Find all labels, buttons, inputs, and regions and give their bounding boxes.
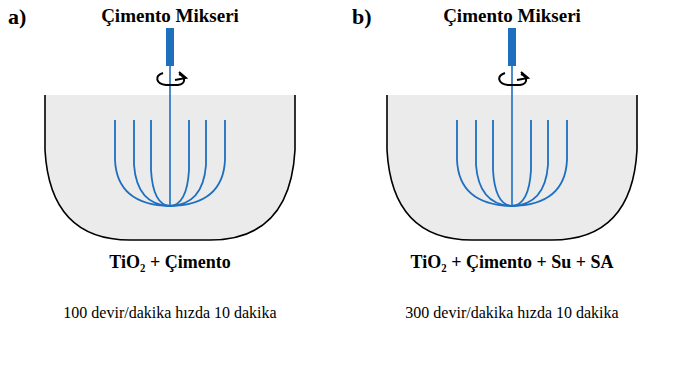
panel-heading: Çimento Mikseri xyxy=(443,5,581,27)
panel-letter: b) xyxy=(352,4,372,29)
mixing-condition: 100 devir/dakika hızda 10 dakika xyxy=(63,304,276,322)
mixture-label: TiO₂ + Çimento xyxy=(109,252,230,273)
panel-heading: Çimento Mikseri xyxy=(101,5,239,27)
mixture-label: TiO₂ + Çimento + Su + SA xyxy=(411,252,614,273)
mixing-condition: 300 devir/dakika hızda 10 dakika xyxy=(405,304,618,322)
panel-letter: a) xyxy=(8,4,26,29)
